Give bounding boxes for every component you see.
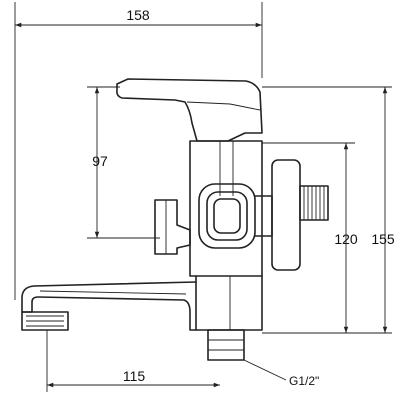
dimension-label-97: 97 [92, 153, 108, 169]
wall-flange [271, 159, 301, 271]
dimension-120: 120 [262, 142, 358, 334]
thread-note: G1/2" [243, 359, 319, 388]
eccentric-connector [299, 185, 329, 221]
diverter-knob [154, 199, 191, 255]
faucet [21, 78, 329, 361]
diverter-rosette-outer [198, 183, 256, 249]
dimension-97: 97 [87, 86, 160, 239]
dimension-label-155: 155 [371, 231, 395, 247]
diverter-rosette-inner [213, 198, 241, 234]
side-connector [254, 195, 273, 237]
dimension-158: 158 [14, 2, 263, 300]
dimension-label-158: 158 [126, 7, 150, 23]
thread-note-label: G1/2" [289, 374, 319, 388]
dimension-155: 155 [262, 86, 395, 334]
spout [21, 281, 197, 331]
shower-outlet [207, 329, 245, 361]
leader-line [243, 359, 287, 381]
lower-body [195, 275, 263, 331]
aerator [21, 311, 69, 331]
eccentric-threads [303, 186, 325, 220]
valve-body [189, 140, 263, 277]
dimension-115: 115 [46, 330, 220, 392]
handle-contour [186, 101, 261, 111]
dimension-label-120: 120 [334, 231, 358, 247]
dimension-label-115: 115 [123, 368, 146, 384]
diverter-rosette-middle [206, 191, 248, 241]
spout-contour [39, 290, 187, 295]
lever-handle [116, 78, 263, 142]
